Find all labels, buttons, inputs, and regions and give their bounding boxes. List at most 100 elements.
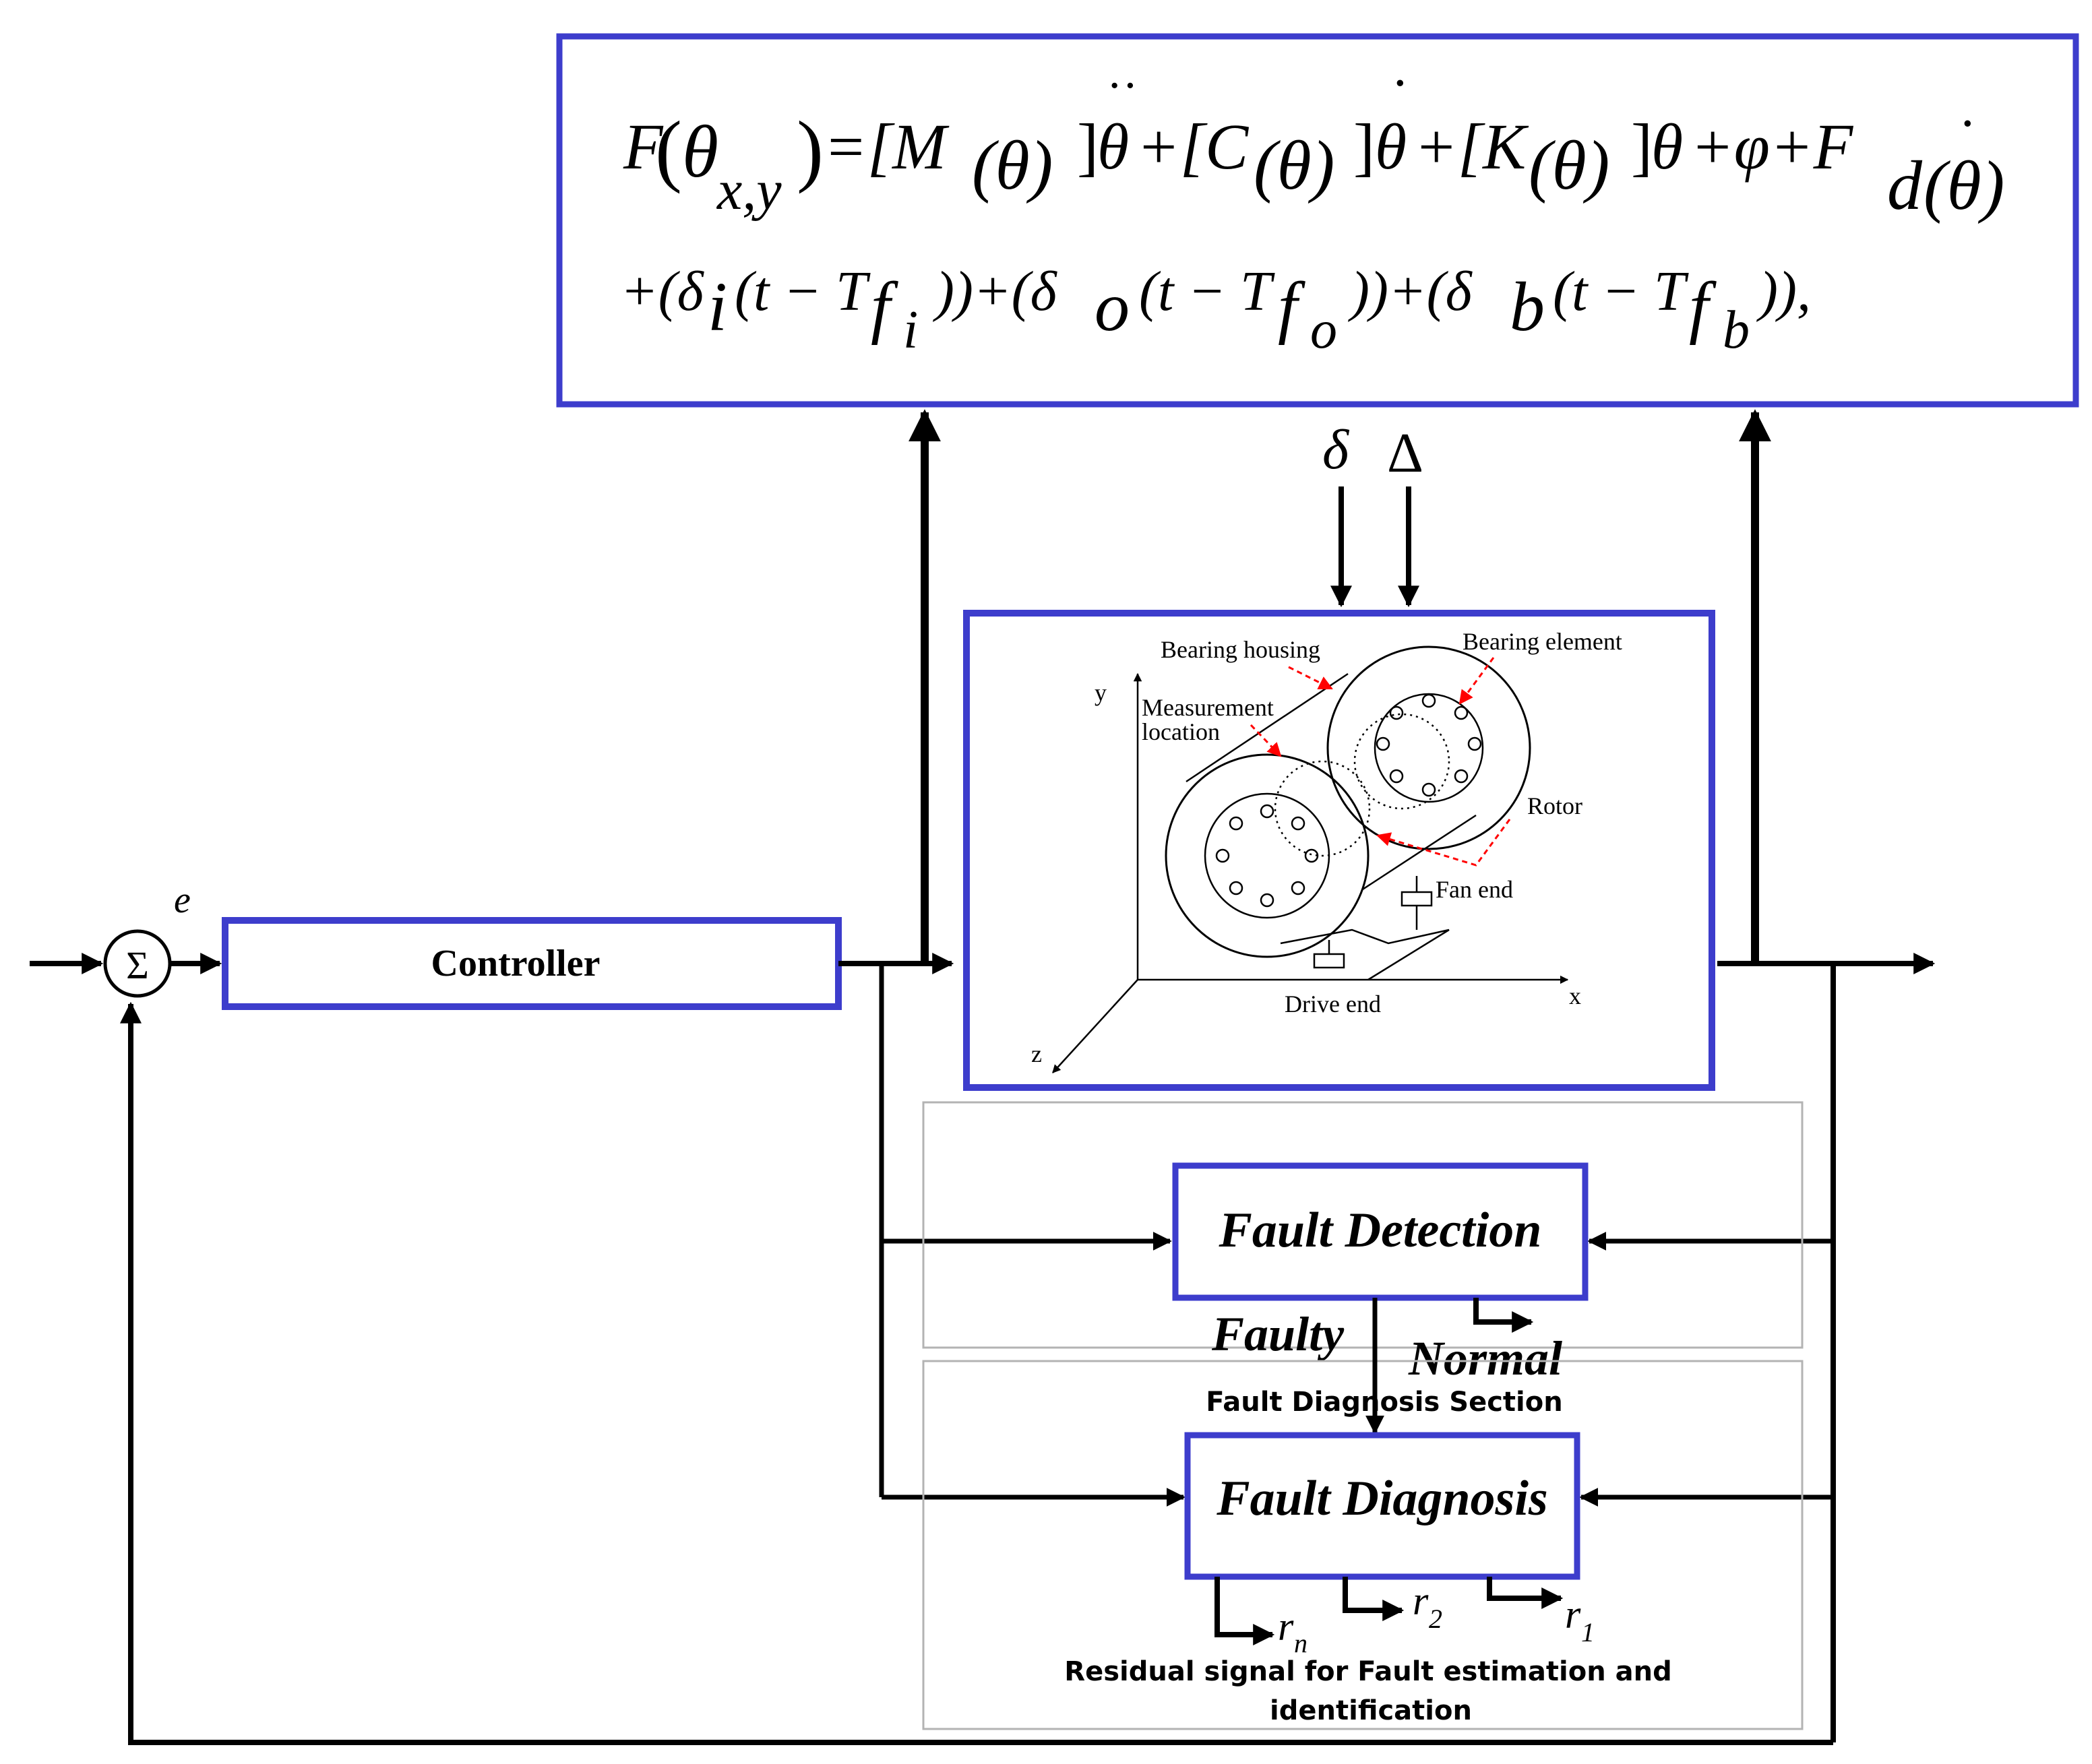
residual-2-r: r — [1413, 1579, 1429, 1623]
axis-z-label: z — [1031, 1040, 1042, 1067]
controller-label: Controller — [431, 943, 601, 984]
controller-box — [222, 917, 842, 1010]
leader-bearing-element — [1458, 657, 1495, 705]
faulty-label: Faulty — [1211, 1307, 1345, 1361]
delta-label: δ — [1322, 418, 1350, 481]
leader-rotor — [1376, 819, 1511, 867]
residual-1-arrow — [1487, 1577, 1564, 1609]
ball-element — [1291, 881, 1305, 895]
ball-element — [1260, 893, 1274, 908]
residual-n-r: r — [1278, 1604, 1294, 1649]
eq-sub-d: d — [1887, 147, 1923, 224]
housing-top-line — [1186, 672, 1349, 783]
residual-n-arrow — [1214, 1577, 1275, 1645]
eq-F: F — [623, 111, 664, 183]
eq-bracket-2: ] — [1353, 111, 1375, 183]
eq-plus-phi-F: +φ+F — [1690, 111, 1854, 183]
error-label: e — [174, 879, 191, 921]
ball-element — [1291, 816, 1305, 831]
normal-output-arrow — [1473, 1298, 1534, 1333]
front-ball-elements — [1215, 804, 1319, 908]
residual-1-r: r — [1565, 1592, 1581, 1637]
diagnosis-section-label: Fault Diagnosis Section — [1206, 1387, 1562, 1418]
eq-theta-paren-3: (θ) — [1529, 127, 1609, 204]
ball-element — [1389, 769, 1404, 784]
eq-bracket-3: ] — [1631, 111, 1653, 183]
bearing-labels: Bearing housing Bearing element Measurem… — [1031, 628, 1622, 1067]
bearing-housing-label: Bearing housing — [1161, 636, 1320, 663]
eq2-part2: (t − T — [735, 260, 871, 323]
ball-element — [1376, 736, 1390, 751]
fan-end-label: Fan end — [1436, 876, 1513, 903]
axis-y-label: y — [1095, 679, 1107, 706]
eq-plus-K: +[K — [1414, 111, 1529, 183]
ball-element — [1421, 693, 1436, 708]
eq2-part7: )), — [1756, 260, 1811, 323]
eq2-sub-fo: o — [1310, 301, 1337, 360]
fault-diagnosis-box — [1184, 1432, 1580, 1580]
eq-theta-plain: θ — [1651, 111, 1683, 183]
residual-2-arrow — [1343, 1577, 1405, 1621]
eq-plus-C: +[C — [1136, 111, 1249, 183]
eq-dot-mark-2: · — [1959, 94, 1977, 154]
rear-bearing-outer — [1326, 645, 1531, 850]
summing-symbol: Σ — [126, 943, 149, 987]
ball-element — [1215, 848, 1230, 863]
base-frame — [1280, 928, 1450, 981]
eq2-sub-b: b — [1510, 268, 1545, 346]
rotor-label: Rotor — [1527, 792, 1582, 819]
eq2-sub-fb: b — [1723, 301, 1750, 360]
eq-dot-mark: · — [1391, 54, 1409, 113]
eq2-sub-fi: i — [903, 301, 918, 360]
eq-close-paren: ) — [797, 104, 824, 194]
measurement-label: Measurement — [1142, 694, 1274, 721]
eq2-sub-i: i — [708, 268, 727, 346]
leader-measurement — [1250, 724, 1282, 757]
eq-theta-paren-1: (θ) — [972, 127, 1053, 204]
residual-n-sub: n — [1294, 1628, 1308, 1658]
bearing-red-leaders — [1250, 657, 1511, 867]
detection-panel — [922, 1101, 1804, 1349]
ball-element — [1389, 705, 1404, 720]
equation-line-2: +(δ i (t − T f i ))+(δ o (t − T f o ))+(… — [620, 260, 1811, 360]
axis-x-label: x — [1569, 982, 1581, 1009]
eq2-part1: +(δ — [620, 260, 705, 323]
equation-line-1: F ( θ x,y ) =[M (θ) ] θ ·· +[C (θ) ] θ ·… — [623, 54, 2004, 224]
eq-theta: θ — [682, 111, 718, 193]
bearing-drawing — [1052, 645, 1569, 1073]
diagnosis-panel — [922, 1360, 1804, 1730]
eq-ddot-mark: ·· — [1107, 60, 1138, 112]
eq2-sub-o: o — [1095, 268, 1130, 346]
eq-theta-ddot: θ — [1097, 111, 1129, 183]
ball-element — [1229, 881, 1243, 895]
eq-bracket-1: ] — [1077, 111, 1099, 183]
residual-1-sub: 1 — [1581, 1617, 1595, 1647]
eq2-part4: (t − T — [1139, 260, 1275, 323]
ball-element — [1260, 804, 1274, 819]
Delta-label: Δ — [1387, 422, 1423, 484]
ball-element — [1229, 816, 1243, 831]
ball-element — [1454, 769, 1469, 784]
equation-box — [556, 33, 2079, 408]
eq-theta-dot: θ — [1375, 111, 1407, 183]
residual-2-sub: 2 — [1429, 1604, 1442, 1634]
leader-bearing-housing — [1288, 666, 1333, 690]
eq-sub-xy: x,y — [716, 159, 782, 222]
location-label: location — [1142, 718, 1220, 745]
rotor-front-dotted — [1274, 760, 1371, 857]
front-bearing-outer — [1165, 753, 1370, 958]
eq-eq-M: =[M — [824, 111, 950, 183]
feedback-line — [120, 1001, 1833, 1745]
ball-element — [1304, 848, 1319, 863]
rear-ball-elements — [1376, 693, 1482, 797]
axis-z-line — [1052, 979, 1138, 1073]
eq2-part6: (t − T — [1553, 260, 1689, 323]
eq-open-paren: ( — [655, 104, 682, 194]
bearing-element-label: Bearing element — [1463, 628, 1622, 655]
eq2-part3: ))+(δ — [933, 260, 1058, 323]
eq-theta-paren-2: (θ) — [1254, 127, 1334, 204]
residual-caption-line1: Residual signal for Fault estimation and — [1064, 1656, 1671, 1687]
residual-caption-line2: identification — [1270, 1695, 1472, 1726]
ball-element — [1467, 736, 1482, 751]
